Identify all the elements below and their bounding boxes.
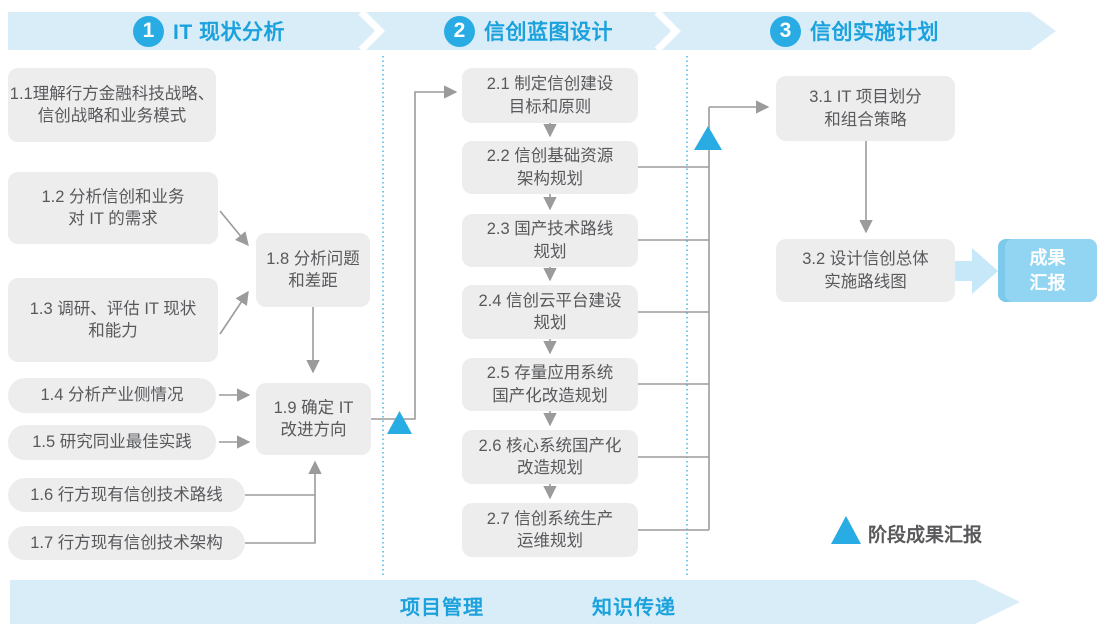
bottom-support-band (10, 580, 1020, 624)
phase-3-title: 信创实施计划 (810, 21, 939, 44)
legend-label: 阶段成果汇报 (868, 525, 983, 546)
node-2-6: 2.6 核心系统国产化 改造规划 (462, 430, 638, 484)
node-3-2: 3.2 设计信创总体 实施路线图 (776, 239, 955, 302)
milestone-triangle-phase1-icon (387, 411, 412, 434)
phase-3-number-badge: 3 (770, 15, 801, 47)
phase-header-3: 3 信创实施计划 (770, 12, 939, 50)
phase-header-2: 2 信创蓝图设计 (444, 12, 613, 50)
phase-1-number-badge: 1 (133, 15, 164, 47)
node-2-3: 2.3 国产技术路线 规划 (462, 214, 638, 267)
legend-triangle-icon (831, 516, 861, 544)
node-2-4: 2.4 信创云平台建设 规划 (462, 285, 638, 339)
node-1-2: 1.2 分析信创和业务 对 IT 的需求 (8, 172, 218, 244)
node-1-5: 1.5 研究同业最佳实践 (8, 425, 216, 460)
node-2-7: 2.7 信创系统生产 运维规划 (462, 503, 638, 557)
phase-header-1: 1 IT 现状分析 (133, 12, 285, 50)
node-1-4: 1.4 分析产业侧情况 (8, 378, 216, 413)
node-3-1: 3.1 IT 项目划分 和组合策略 (776, 76, 955, 141)
bottom-band-label-knowledge-transfer: 知识传递 (592, 597, 676, 619)
node-1-7: 1.7 行方现有信创技术架构 (8, 526, 245, 560)
node-2-1: 2.1 制定信创建设 目标和原则 (462, 68, 638, 123)
phase-band (8, 12, 1056, 50)
node-2-2: 2.2 信创基础资源 架构规划 (462, 141, 638, 194)
phase-1-title: IT 现状分析 (173, 21, 285, 44)
node-1-1: 1.1理解行方金融科技战略、 信创战略和业务模式 (8, 68, 216, 142)
bottom-band-label-project-management: 项目管理 (400, 597, 484, 619)
phase-2-title: 信创蓝图设计 (484, 21, 613, 44)
milestone-triangle-phase2-icon (694, 126, 722, 150)
node-1-3: 1.3 调研、评估 IT 现状 和能力 (8, 278, 218, 362)
result-report-box: 成果 汇报 (998, 239, 1097, 302)
node-2-5: 2.5 存量应用系统 国产化改造规划 (462, 358, 638, 411)
node-1-8: 1.8 分析问题 和差距 (256, 233, 370, 307)
node-1-6: 1.6 行方现有信创技术路线 (8, 478, 245, 512)
node-1-9: 1.9 确定 IT 改进方向 (256, 383, 371, 455)
phase-2-number-badge: 2 (444, 15, 475, 47)
